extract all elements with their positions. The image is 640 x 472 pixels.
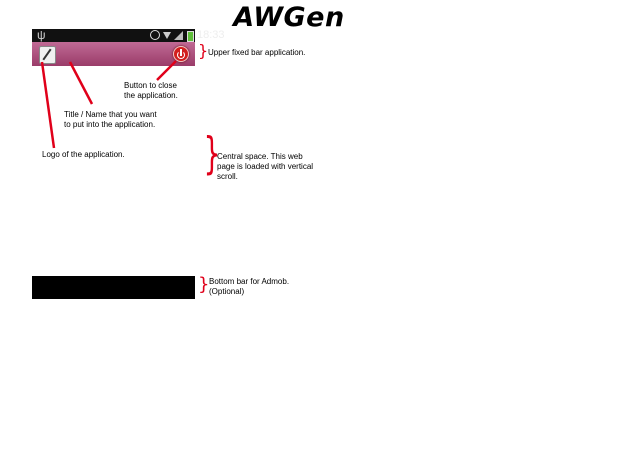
bottom-bar-label: Bottom bar for Admob. (Optional) [209,277,290,296]
logo-pointer-line [40,61,56,149]
usb-icon: ψ [37,28,46,42]
power-icon[interactable] [173,46,189,62]
upper-app-bar [32,42,195,66]
close-pointer-line [156,60,177,81]
status-time: 18:33 [197,29,225,41]
title-name-label: Title / Name that you want to put into t… [64,110,157,129]
title-pointer-line [68,61,94,105]
bottom-bar-brace: } [198,274,210,295]
alarm-icon [150,30,160,40]
central-space-brace: } [203,128,221,179]
logo-label: Logo of the application. [42,150,125,159]
app-logo-icon[interactable] [39,46,56,64]
upper-bar-brace: } [198,41,209,60]
battery-icon [187,31,194,42]
admob-bottom-bar [32,276,195,299]
upper-bar-label: Upper fixed bar application. [208,48,306,57]
central-space-label: Central space. This web page is loaded w… [217,152,314,181]
phone-status-bar: ψ 18:33 [32,28,225,42]
close-button-label: Button to close the application. [124,81,178,100]
signal-icon [174,31,183,40]
diagram-title: AWGen [233,2,345,33]
wifi-icon [163,32,171,39]
